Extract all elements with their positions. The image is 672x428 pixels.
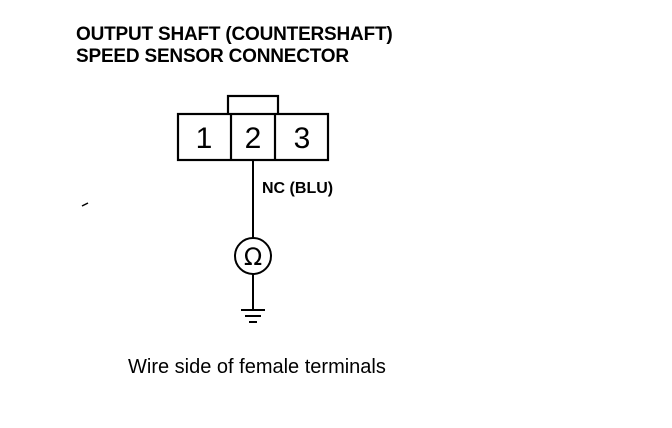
wire-color-label: NC (BLU)	[262, 180, 333, 197]
pin-1-label: 1	[196, 122, 213, 155]
ohmmeter-icon: Ω	[234, 237, 272, 275]
connector	[176, 94, 330, 162]
ground-icon	[241, 309, 265, 323]
connector-housing	[176, 112, 330, 162]
diagram-caption: Wire side of female terminals	[128, 356, 386, 378]
diagram-title: OUTPUT SHAFT (COUNTERSHAFT) SPEED SENSOR…	[76, 24, 393, 68]
title-line-2: SPEED SENSOR CONNECTOR	[76, 46, 349, 67]
title-line-1: OUTPUT SHAFT (COUNTERSHAFT)	[76, 24, 393, 45]
ohm-symbol: Ω	[244, 243, 262, 271]
pin-2-label: 2	[245, 122, 262, 155]
stray-mark	[81, 202, 89, 207]
pin-3-label: 3	[294, 122, 311, 155]
